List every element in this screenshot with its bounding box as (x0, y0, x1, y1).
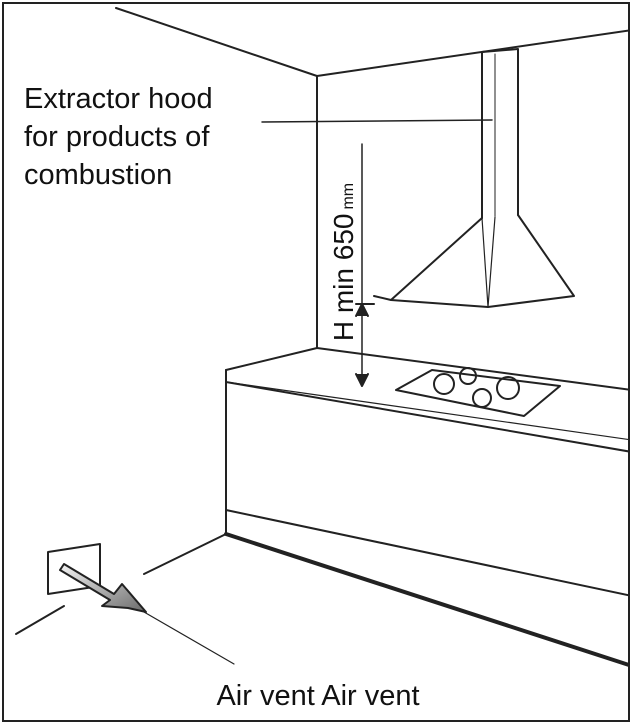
dimension-arrow-bottom (355, 373, 369, 387)
cabinet-kick-top (225, 509, 628, 597)
hood-chimney (481, 48, 519, 219)
burner-3 (472, 388, 492, 408)
hood-bottom (373, 295, 392, 301)
air-vent-label: Air vent Air vent (216, 680, 420, 712)
height-unit: mm (340, 182, 357, 210)
hood-leader-line (261, 119, 493, 123)
ceiling-edge-right (316, 29, 628, 77)
counter-top-surface (225, 347, 628, 391)
burner-1 (433, 373, 455, 395)
floor-line-front (143, 611, 235, 665)
burner-4 (496, 376, 520, 400)
counter-front-line (225, 381, 628, 441)
floor-line-left (15, 605, 65, 635)
kitchen-illustration (15, 7, 628, 667)
height-value: H min 650 (328, 213, 359, 342)
cabinet-kick-bottom (224, 532, 628, 667)
height-dimension-label: H min 650 mm (328, 183, 360, 341)
air-vent-arrow (59, 563, 147, 613)
burner-2 (459, 367, 477, 385)
hood-label: Extractor hood for products of combustio… (24, 83, 213, 191)
hood-canopy-edge (481, 216, 496, 308)
floor-line-back (143, 533, 227, 575)
ceiling-edge-left (115, 7, 318, 77)
